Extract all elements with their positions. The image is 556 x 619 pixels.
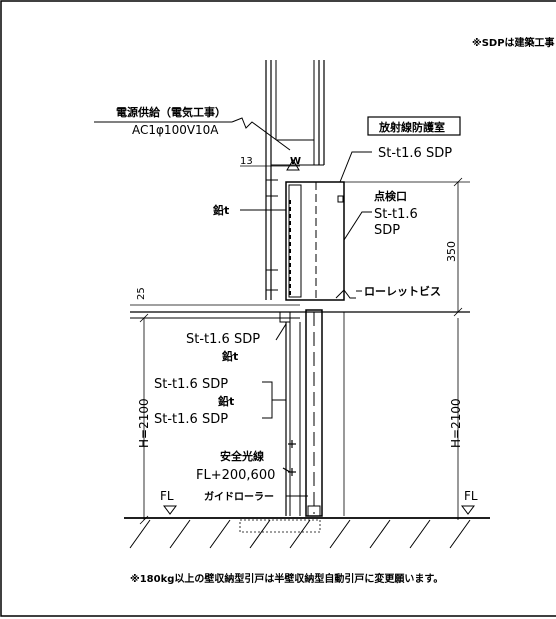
fl-triangle-icon	[163, 505, 177, 515]
leader-line	[343, 211, 372, 241]
lead-t-low: 鉛t	[218, 394, 234, 408]
dim-13: 13	[240, 156, 253, 167]
lead-t-upper: 鉛t	[213, 203, 229, 217]
lead-t-mid: 鉛t	[222, 349, 238, 363]
inspection-title: 点検口	[374, 189, 407, 203]
w-triangle-icon	[286, 159, 300, 171]
st-low2-label: St-t1.6 SDP	[154, 412, 228, 427]
st-mid-label: St-t1.6 SDP	[186, 332, 260, 347]
door-leaf	[305, 309, 323, 517]
floor	[124, 517, 490, 549]
fl-left: FL	[160, 489, 174, 503]
st-low1-label: St-t1.6 SDP	[154, 377, 228, 392]
note-sdp: ※SDPは建築工事	[472, 36, 555, 49]
power-supply-spec: AC1φ100V10A	[132, 123, 219, 137]
safety-value: FL+200,600	[196, 468, 275, 483]
bracket-leader	[262, 381, 286, 419]
leader-line	[275, 323, 287, 341]
w-mark: W	[290, 156, 301, 167]
inspection-st: St-t1.6	[374, 207, 418, 222]
wall-column	[265, 60, 325, 300]
dim-350: 350	[445, 241, 458, 262]
power-supply-title: 電源供給（電気工事）	[116, 105, 226, 119]
door-head-box	[285, 181, 345, 301]
h-left: H=2100	[137, 398, 151, 448]
fl-triangle-icon	[461, 505, 475, 515]
dim-25: 25	[136, 287, 147, 300]
inspection-sdp: SDP	[374, 223, 400, 238]
room-name-box	[367, 116, 461, 136]
guide-roller: ガイドローラー	[204, 490, 274, 503]
jamb	[279, 311, 345, 516]
fl-right: FL	[464, 489, 478, 503]
safety-title: 安全光線	[220, 449, 264, 463]
dim-350-line	[344, 177, 470, 317]
note-bottom: ※180kg以上の壁収納型引戸は半壁収納型自動引戸に変更願います。	[130, 572, 443, 585]
screw-icon	[335, 289, 356, 299]
leader-line	[231, 117, 291, 151]
h-right: H=2100	[449, 398, 463, 448]
sensor-icon	[282, 440, 296, 476]
st-top-label: St-t1.6 SDP	[378, 146, 452, 161]
knurled-screw: ローレットビス	[364, 284, 441, 298]
room-name: 放射線防護室	[378, 120, 445, 134]
leader-line	[339, 151, 372, 183]
